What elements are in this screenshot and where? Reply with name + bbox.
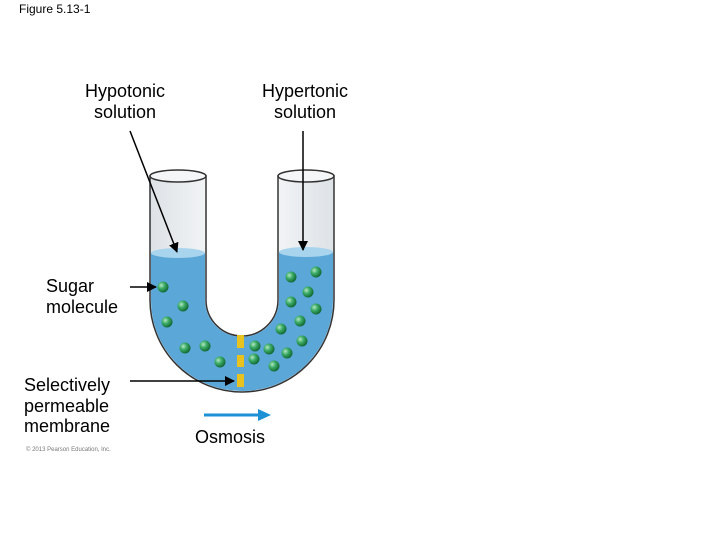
hypotonic-label-line-1: Hypotonic: [84, 81, 166, 101]
sugar-molecule: [199, 340, 211, 352]
sugar-molecule: [296, 335, 308, 347]
sugar-molecule: [310, 266, 322, 278]
membrane-label-line-3: membrane: [24, 416, 111, 437]
membrane-segment: [237, 355, 244, 367]
left-liquid-surface: [151, 248, 205, 258]
figure-title: Figure 5.13-1: [19, 2, 91, 16]
hypotonic-leader-line: [129, 130, 179, 253]
membrane-segment: [237, 335, 244, 348]
sugar-molecules: [157, 266, 322, 372]
right-liquid-surface: [279, 247, 333, 257]
hypotonic-solution-label: Hypotonic solution: [60, 81, 190, 122]
membrane-segment: [237, 374, 244, 387]
sugar-molecule: [249, 340, 261, 352]
sugar-molecule: [177, 300, 189, 312]
sugar-molecule-label: Sugar molecule: [46, 276, 118, 317]
sugar-label-line-1: Sugar: [46, 276, 95, 296]
hypertonic-label-line-2: solution: [273, 101, 337, 122]
selectively-permeable-membrane: [237, 335, 244, 387]
right-tube-opening: [277, 169, 335, 183]
sugar-molecule: [285, 296, 297, 308]
sugar-molecule: [302, 286, 314, 298]
hypertonic-solution-label: Hypertonic solution: [240, 81, 370, 122]
osmosis-arrow: [204, 409, 271, 421]
membrane-label-line-1: Selectively: [24, 375, 111, 395]
solution-liquid: [151, 252, 333, 391]
sugar-molecule: [214, 356, 226, 368]
sugar-molecule: [263, 343, 275, 355]
sugar-molecule: [248, 353, 260, 365]
sugar-molecule: [179, 342, 191, 354]
hypertonic-label-line-1: Hypertonic: [261, 81, 349, 101]
sugar-molecule: [281, 347, 293, 359]
sugar-molecule: [275, 323, 287, 335]
membrane-label-line-2: permeable: [24, 395, 110, 416]
membrane-label: Selectively permeable membrane: [24, 375, 110, 437]
left-tube-opening: [149, 169, 207, 183]
sugar-molecule: [157, 281, 169, 293]
sugar-molecule: [268, 360, 280, 372]
sugar-label-line-2: molecule: [46, 296, 119, 317]
sugar-molecule: [161, 316, 173, 328]
copyright-notice: © 2013 Pearson Education, Inc.: [26, 447, 111, 453]
sugar-molecule: [310, 303, 322, 315]
sugar-molecule: [294, 315, 306, 327]
sugar-molecule: [285, 271, 297, 283]
hypotonic-label-line-2: solution: [93, 101, 157, 122]
osmosis-label: Osmosis: [195, 427, 266, 447]
